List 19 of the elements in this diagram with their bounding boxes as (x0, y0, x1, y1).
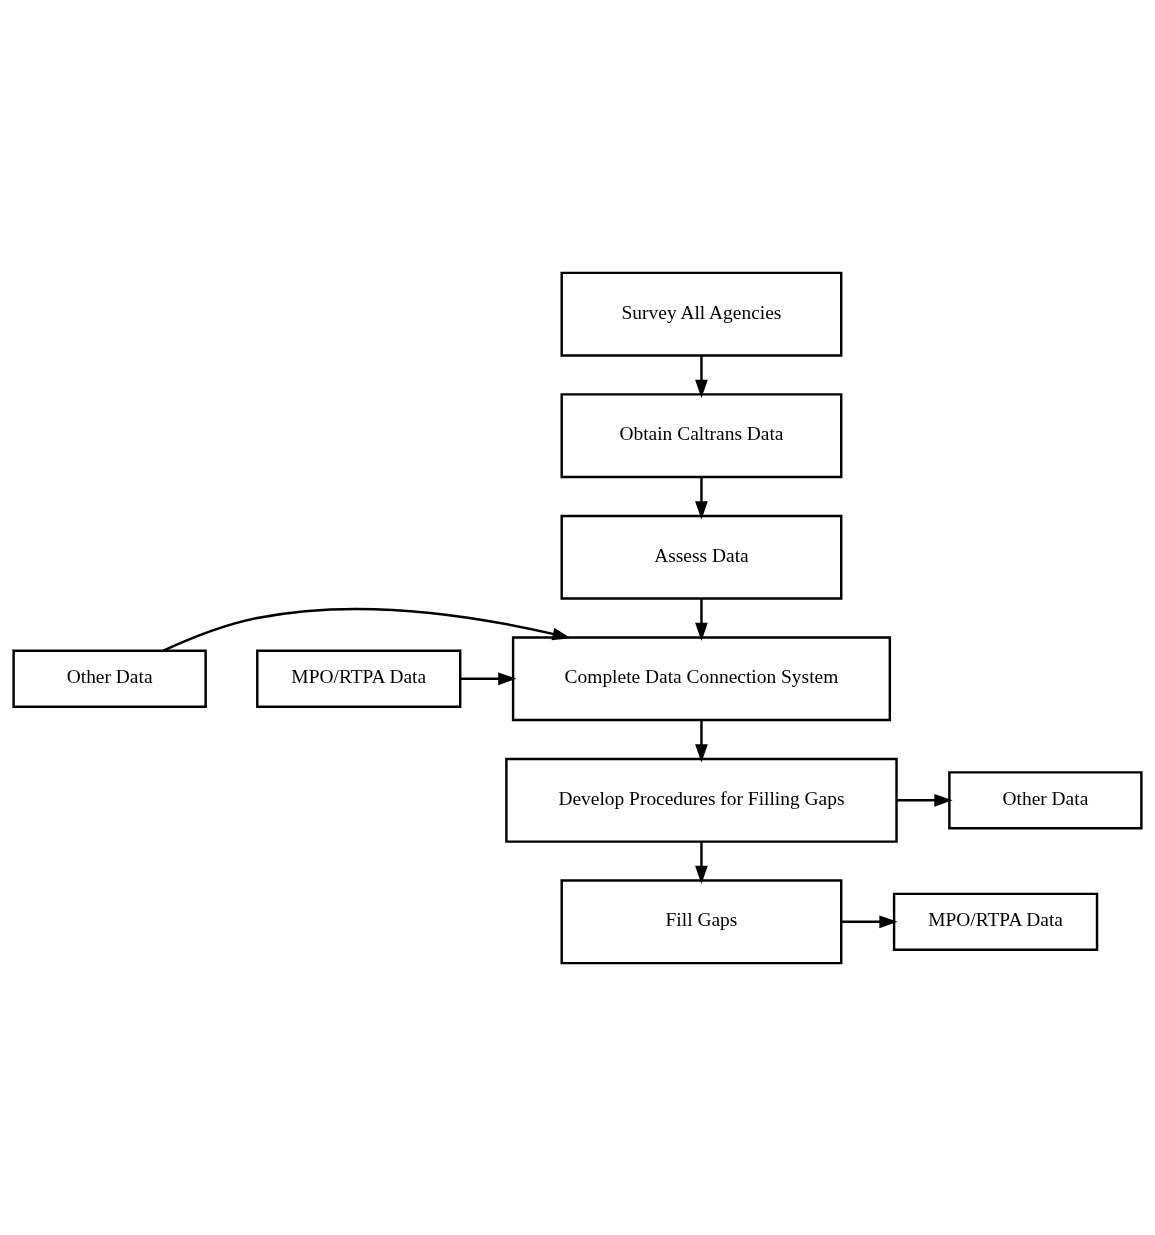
arrow (695, 719, 708, 762)
arrow (695, 476, 708, 519)
node-box: Fill Gaps (560, 878, 843, 964)
node-box: Other Data (948, 770, 1143, 829)
node-box: Obtain Caltrans Data (560, 392, 843, 478)
arrow (162, 607, 571, 652)
arrow (695, 598, 708, 641)
node-box: Other Data (12, 649, 207, 708)
node-box: Survey All Agencies (560, 271, 843, 357)
node-box: MPO/RTPA Data (892, 892, 1099, 951)
node-box: MPO/RTPA Data (256, 649, 462, 708)
node-box: Develop Procedures for Filling Gaps (505, 757, 898, 843)
arrow (460, 671, 517, 685)
arrow (896, 793, 953, 807)
arrow (695, 841, 708, 884)
node-box: Complete Data Connection System (511, 635, 892, 721)
arrow (841, 914, 898, 928)
arrow (695, 355, 708, 398)
node-box: Assess Data (560, 514, 843, 600)
